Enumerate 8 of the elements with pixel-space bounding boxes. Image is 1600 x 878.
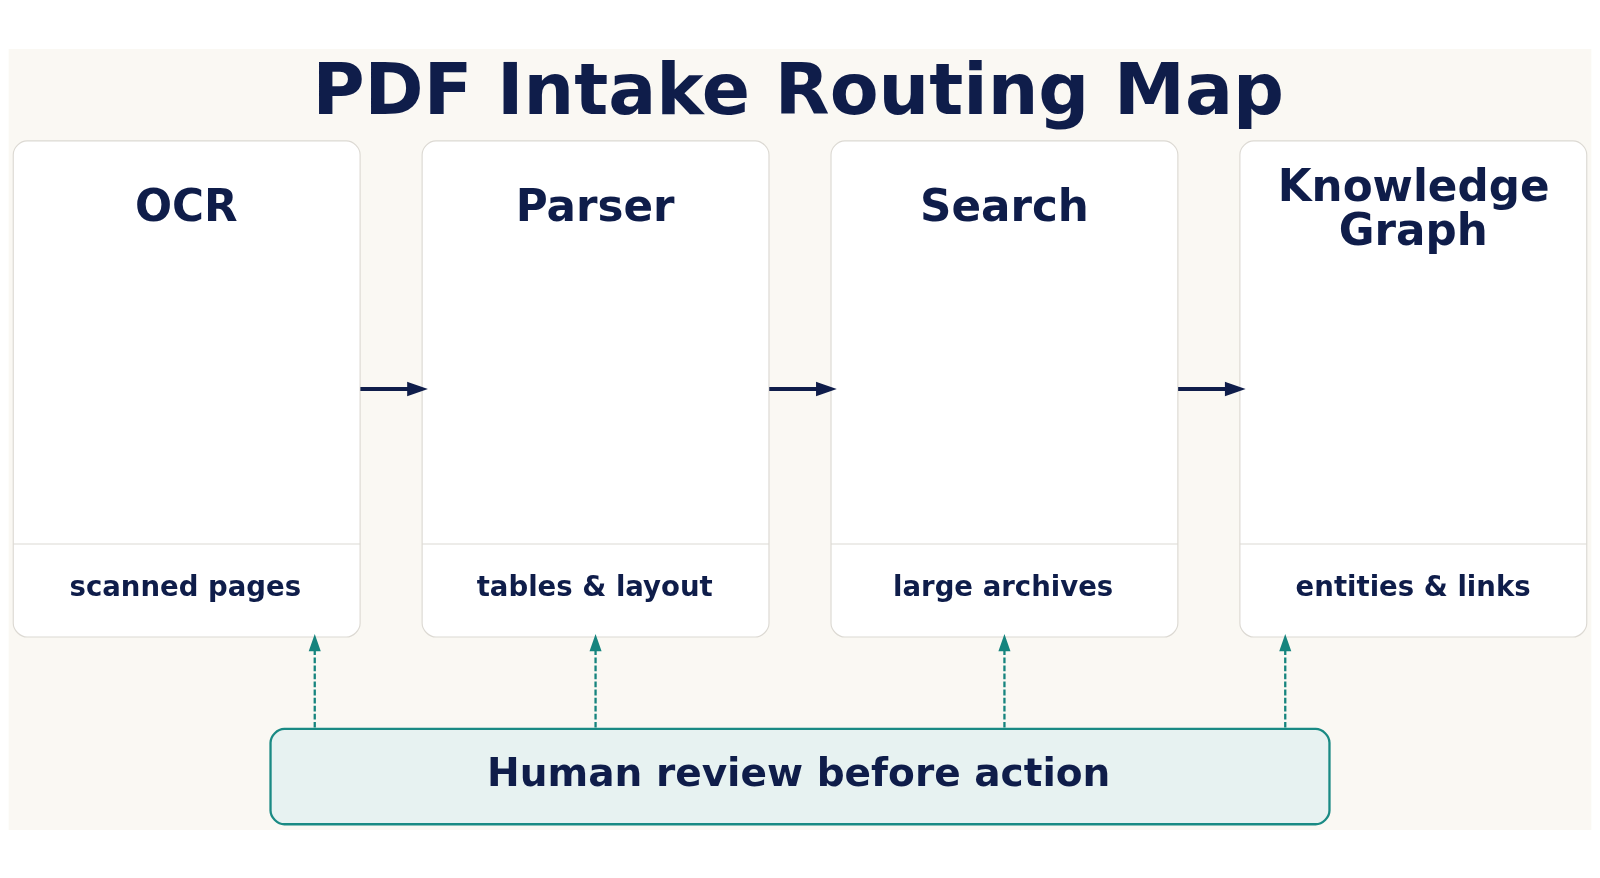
arrow [998, 633, 1011, 727]
arrow [1178, 381, 1246, 396]
diagram-title: PDF Intake Routing Map [312, 47, 1284, 131]
arrow [308, 633, 321, 727]
arrow [769, 381, 837, 396]
arrow [1279, 633, 1292, 727]
arrow [589, 633, 602, 727]
arrow [360, 381, 428, 396]
